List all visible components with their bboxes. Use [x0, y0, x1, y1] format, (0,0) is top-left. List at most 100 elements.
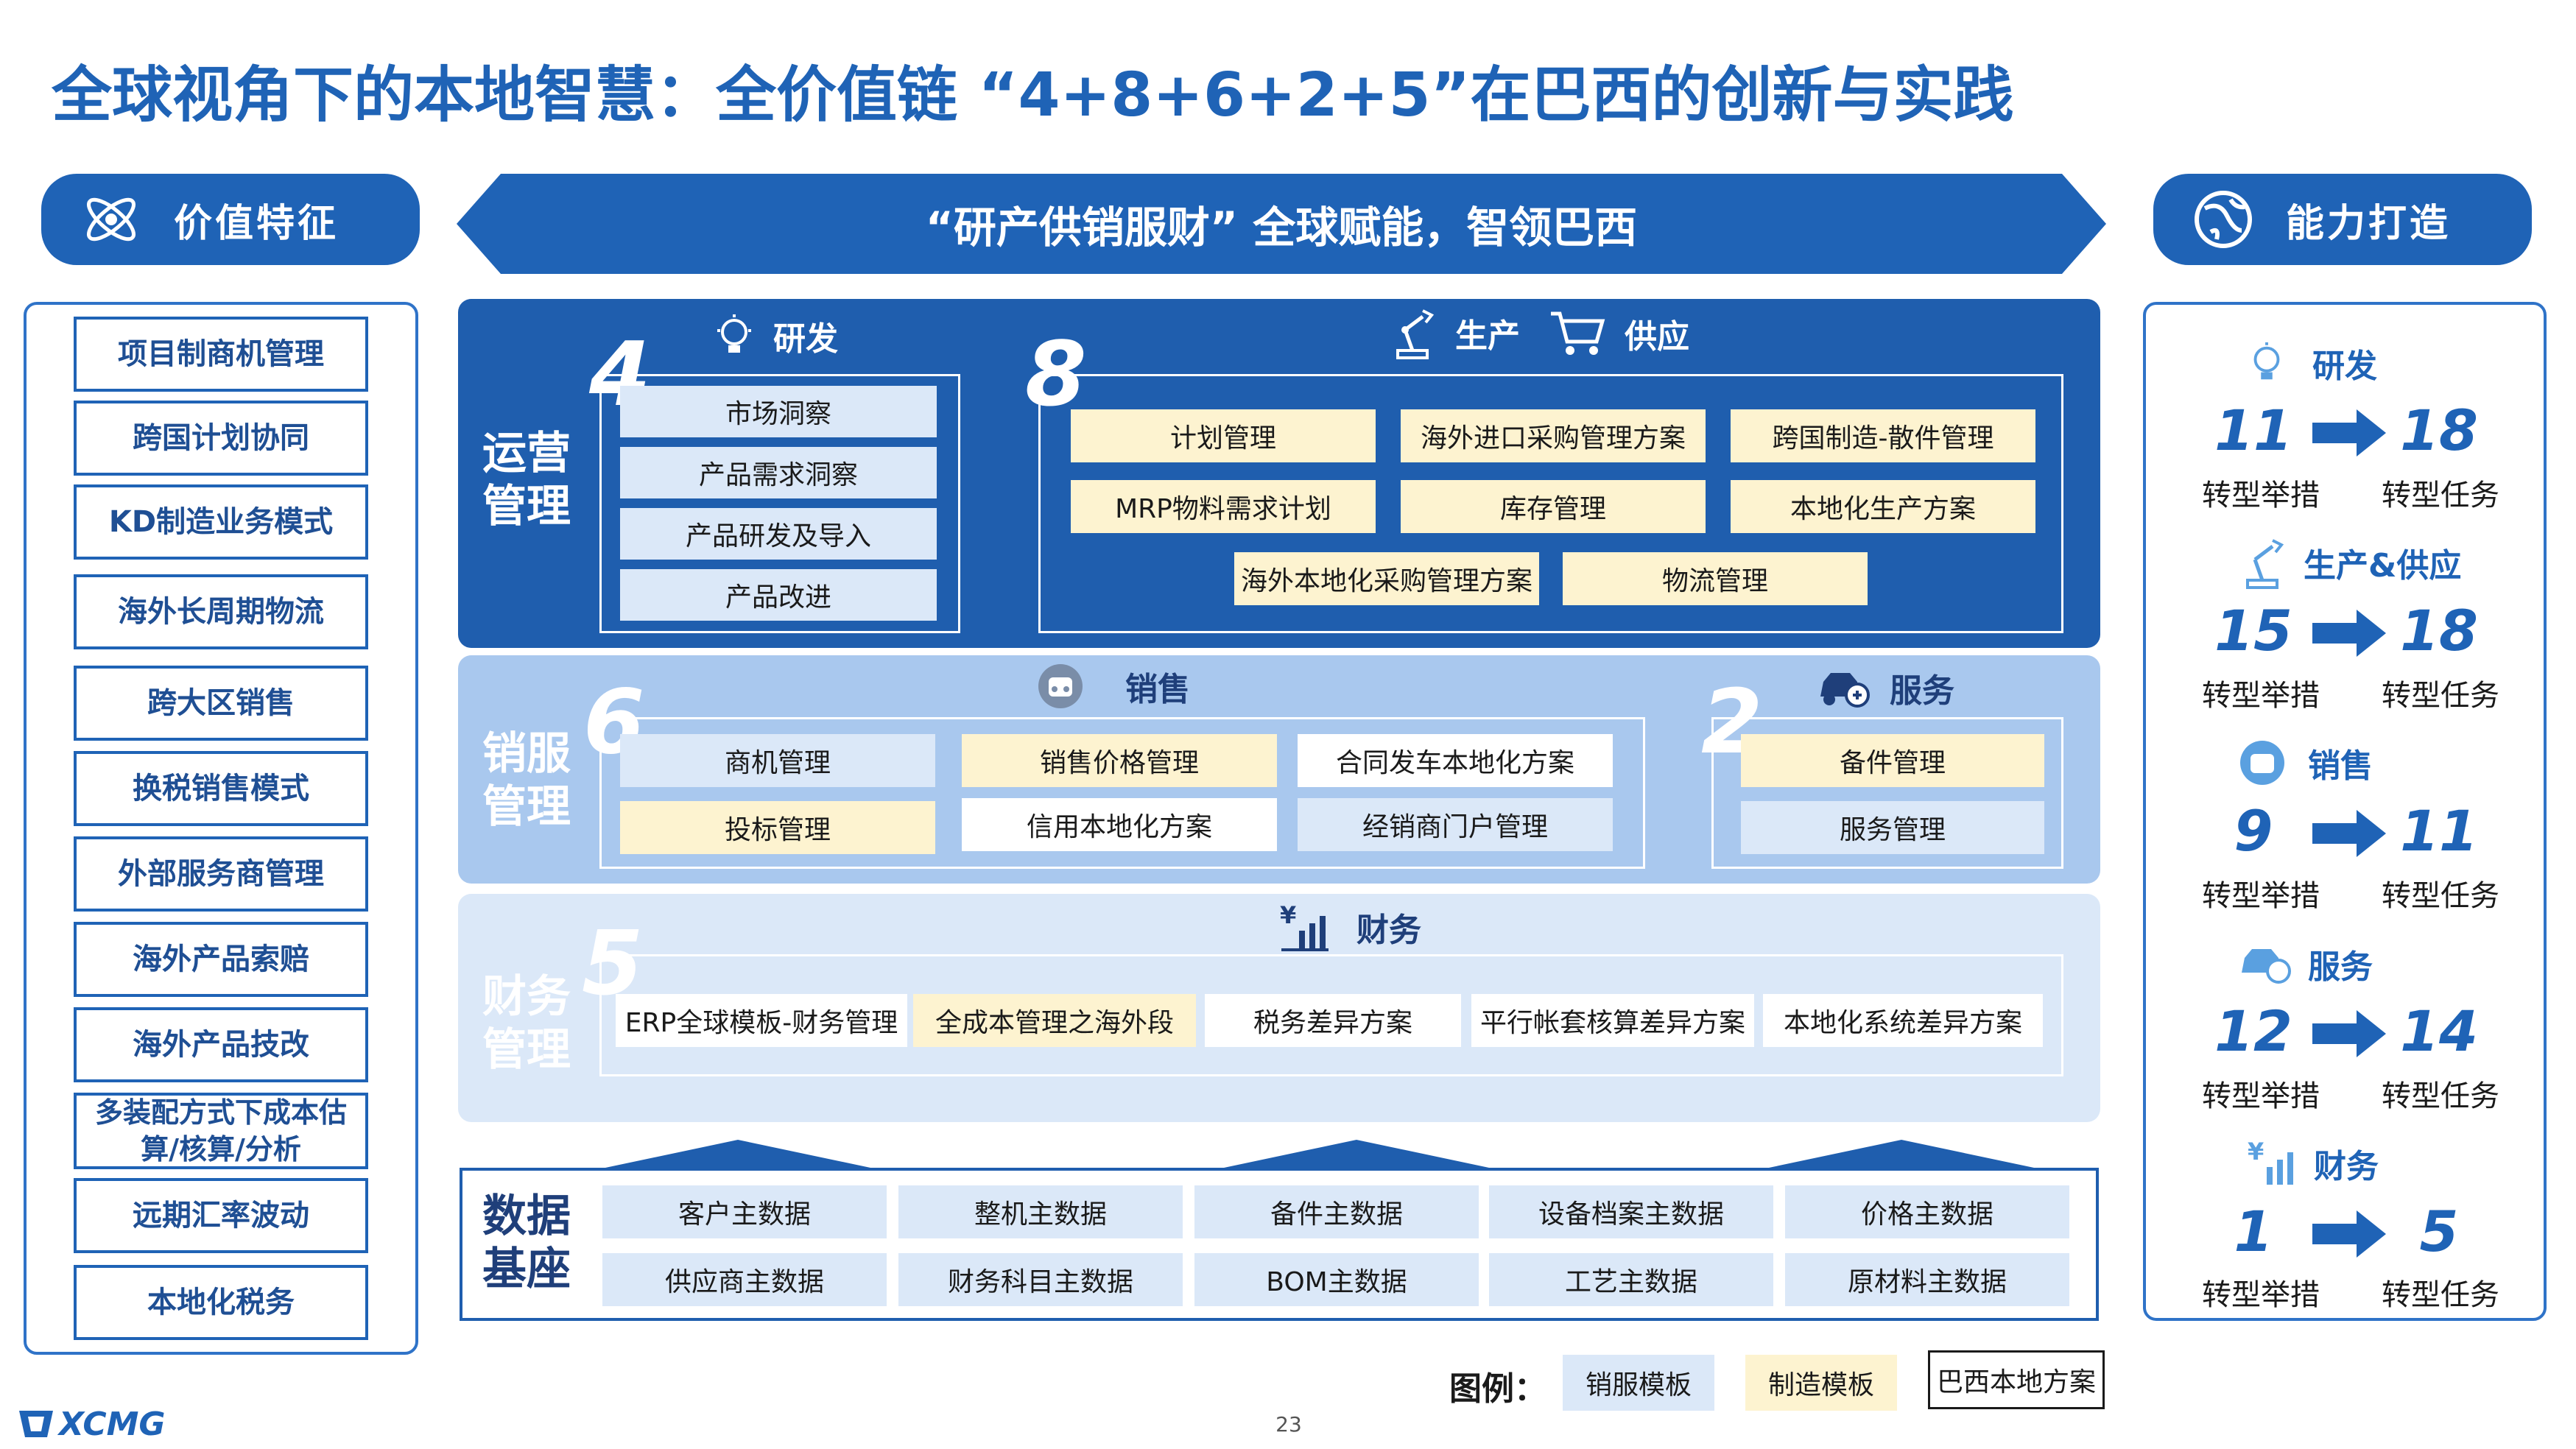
- robot-arm-icon: [1396, 309, 1435, 359]
- service-head: 服务: [1817, 664, 1954, 711]
- supply-head-label: 供应: [1625, 318, 1689, 356]
- cart-icon: [1551, 311, 1605, 355]
- ps-item: 物流管理: [1563, 552, 1868, 605]
- cap-to-label: 转型任务: [2382, 1278, 2499, 1312]
- data-item: 财务科目主数据: [898, 1253, 1183, 1306]
- cap-from: 11: [2214, 398, 2292, 463]
- value-item: 多装配方式下成本估算/核算/分析: [74, 1093, 368, 1169]
- cap-group-name: 生产&供应: [2304, 547, 2462, 585]
- ops-label: 运营管理: [482, 428, 571, 532]
- value-item: 远期汇率波动: [74, 1178, 368, 1253]
- svg-text:¥: ¥: [2248, 1138, 2264, 1166]
- cap-to-label: 转型任务: [2382, 679, 2499, 713]
- legend-sales-template: 销服模板: [1563, 1355, 1714, 1411]
- arrow-right-icon: [2312, 1010, 2386, 1057]
- ps-item: 海外进口采购管理方案: [1401, 409, 1706, 462]
- value-item: 本地化税务: [74, 1265, 368, 1340]
- xcmg-logo: XCMG: [18, 1403, 166, 1445]
- service-head-label: 服务: [1890, 672, 1954, 710]
- cap-group-name: 服务: [2308, 948, 2373, 986]
- sales-item: 合同发车本地化方案: [1298, 734, 1613, 787]
- cap-to-label: 转型任务: [2382, 479, 2499, 512]
- cap-to: 5: [2419, 1199, 2459, 1264]
- supply-head: 供应: [1549, 309, 1689, 358]
- production-supply-box: [1038, 374, 2063, 633]
- page-title: 全球视角下的本地智慧：全价值链 “4+8+6+2+5”在巴西的创新与实践: [52, 60, 2014, 130]
- arrow-right-icon: [2312, 810, 2386, 857]
- value-item: 海外产品索赔: [74, 922, 368, 997]
- cap-to: 18: [2400, 398, 2478, 463]
- logo-text: XCMG: [59, 1405, 166, 1443]
- finance-icon: ¥: [2248, 1138, 2293, 1185]
- sales-item: 信用本地化方案: [962, 798, 1277, 851]
- finance-head: ¥ 财务: [1278, 901, 1421, 953]
- cap-group-head: 研发: [2246, 337, 2377, 389]
- value-features-header: 价值特征: [41, 174, 420, 265]
- data-item: 工艺主数据: [1489, 1253, 1773, 1306]
- data-item: 原材料主数据: [1785, 1253, 2069, 1306]
- cap-group-head: 销售: [2239, 735, 2373, 791]
- atom-icon: [87, 197, 136, 242]
- bulb-icon: [717, 314, 751, 353]
- value-item: 项目制商机管理: [74, 317, 368, 392]
- rd-item: 产品需求洞察: [620, 447, 937, 498]
- sales-box: [599, 717, 1645, 869]
- rd-head: 研发: [714, 312, 838, 359]
- cap-from-label: 转型举措: [2202, 1278, 2320, 1312]
- globe-icon: [2195, 191, 2252, 248]
- value-item: KD制造业务模式: [74, 484, 368, 560]
- cap-from-label: 转型举措: [2202, 879, 2320, 913]
- sales-item: 经销商门户管理: [1298, 798, 1613, 851]
- data-item: 客户主数据: [602, 1185, 887, 1238]
- service-car-icon: [2242, 949, 2291, 984]
- legend-brazil-local: 巴西本地方案: [1928, 1350, 2105, 1409]
- banner: “研产供销服财” 全球赋能，智领巴西: [457, 174, 2106, 274]
- finance-item: 平行帐套核算差异方案: [1471, 994, 1754, 1047]
- value-item: 海外长周期物流: [74, 574, 368, 649]
- ps-item: 海外本地化采购管理方案: [1234, 552, 1539, 605]
- sales-icon: [1038, 664, 1083, 708]
- rd-item: 产品改进: [620, 569, 937, 621]
- data-base-roof: [605, 1140, 2034, 1168]
- finance-box: [599, 954, 2063, 1076]
- production-head: 生产: [1392, 306, 1520, 359]
- ps-item: 库存管理: [1401, 480, 1706, 533]
- cap-group-head: 生产&供应: [2242, 533, 2461, 592]
- cap-from: 1: [2234, 1199, 2273, 1264]
- service-box: [1711, 717, 2063, 869]
- cap-group-name: 销售: [2308, 747, 2373, 785]
- legend-manufacturing-template: 制造模板: [1745, 1355, 1897, 1411]
- sales-item: 销售价格管理: [962, 734, 1277, 787]
- data-item: BOM主数据: [1194, 1253, 1479, 1306]
- cap-group-name: 财务: [2314, 1148, 2379, 1185]
- data-item: 价格主数据: [1785, 1185, 2069, 1238]
- robot-arm-icon: [2246, 539, 2284, 589]
- cap-from-label: 转型举措: [2202, 1079, 2320, 1113]
- capability-header: 能力打造: [2153, 174, 2532, 265]
- arrow-right-icon: [2312, 409, 2386, 456]
- ps-item: MRP物料需求计划: [1071, 480, 1376, 533]
- capability-panel: [2143, 302, 2547, 1321]
- ps-item: 计划管理: [1071, 409, 1376, 462]
- data-item: 整机主数据: [898, 1185, 1183, 1238]
- finance-label: 财务管理: [482, 971, 571, 1076]
- value-item: 海外产品技改: [74, 1007, 368, 1082]
- service-item: 服务管理: [1741, 801, 2044, 854]
- sales-item: 商机管理: [620, 734, 935, 787]
- value-item: 换税销售模式: [74, 751, 368, 826]
- sales-head: 销售: [1037, 663, 1190, 710]
- service-item: 备件管理: [1741, 734, 2044, 787]
- cap-from: 15: [2214, 598, 2292, 663]
- finance-item: 本地化系统差异方案: [1763, 994, 2043, 1047]
- rd-item: 市场洞察: [620, 386, 937, 437]
- cap-to-label: 转型任务: [2382, 879, 2499, 913]
- capability-label: 能力打造: [2286, 201, 2452, 246]
- svg-text:¥: ¥: [1280, 901, 1296, 929]
- rd-box: [599, 374, 960, 633]
- rd-item: 产品研发及导入: [620, 508, 937, 560]
- ps-item: 跨国制造-散件管理: [1731, 409, 2035, 462]
- value-features-label: 价值特征: [174, 201, 339, 246]
- cap-to: 18: [2400, 598, 2478, 663]
- xcmg-mark-icon: [19, 1411, 53, 1437]
- arrow-right-icon: [2312, 610, 2386, 657]
